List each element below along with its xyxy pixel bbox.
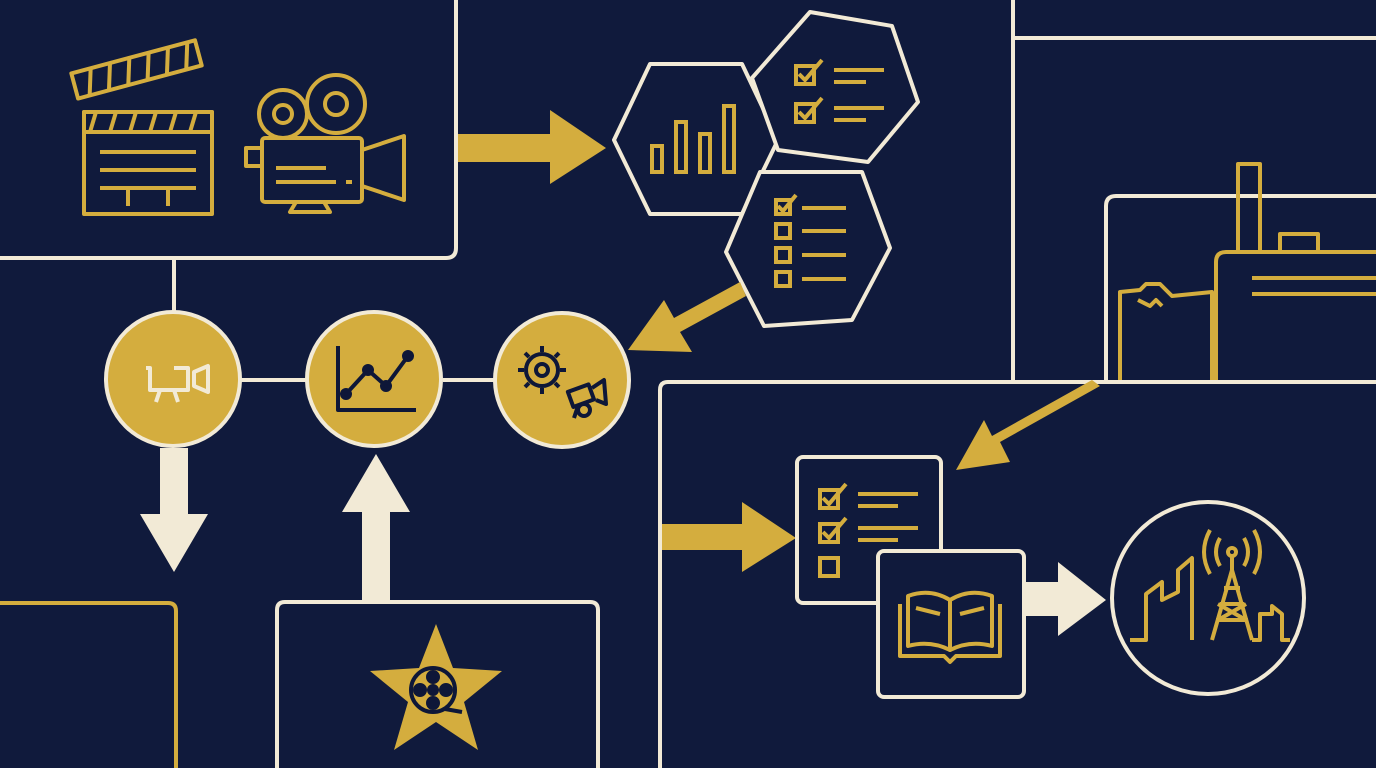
distribution-panel: [795, 455, 1306, 699]
line-chart-icon: [336, 346, 416, 412]
arrow-book-to-city: [1026, 562, 1106, 636]
arrow-star-up: [342, 454, 410, 602]
gear-icon: [518, 346, 566, 394]
arrow-into-distribution: [662, 502, 796, 572]
clapperboard-icon: [69, 38, 214, 216]
bar-chart-icon: [650, 104, 736, 174]
city-circle: [1110, 500, 1306, 696]
checklist-icon: [774, 193, 846, 288]
arrow-camera-down: [140, 448, 208, 572]
open-book-icon: [898, 590, 1002, 664]
hex-checklist-bottom: [724, 170, 892, 328]
settings-camera-circle: [493, 311, 631, 449]
hex-checklist-top: [750, 10, 920, 164]
arrow-film-to-analytics: [458, 110, 606, 184]
camera-icon: [146, 364, 210, 403]
film-panel-border: [0, 0, 458, 260]
camera-icon: [565, 378, 608, 419]
arrow-analytics-to-settings: [628, 282, 746, 352]
camera-circle: [104, 310, 242, 448]
distribution-panel-border: [658, 380, 1376, 768]
left-gold-panel-border: [0, 601, 178, 768]
arrow-industry-to-checklist: [956, 380, 1100, 470]
star-panel-border: [275, 600, 600, 768]
factory-icon: [1118, 162, 1376, 380]
film-reel-icon: [409, 666, 463, 714]
trend-circle: [305, 310, 443, 448]
checklist-icon: [794, 58, 884, 124]
industry-panel-border: [1104, 194, 1376, 382]
city-tower-icon: [1130, 529, 1290, 642]
movie-camera-icon: [244, 73, 406, 214]
industry-panel: [1104, 162, 1376, 382]
analytics-honeycomb: [612, 10, 920, 328]
checklist-icon: [818, 482, 918, 578]
star-reel-panel: [370, 624, 502, 750]
